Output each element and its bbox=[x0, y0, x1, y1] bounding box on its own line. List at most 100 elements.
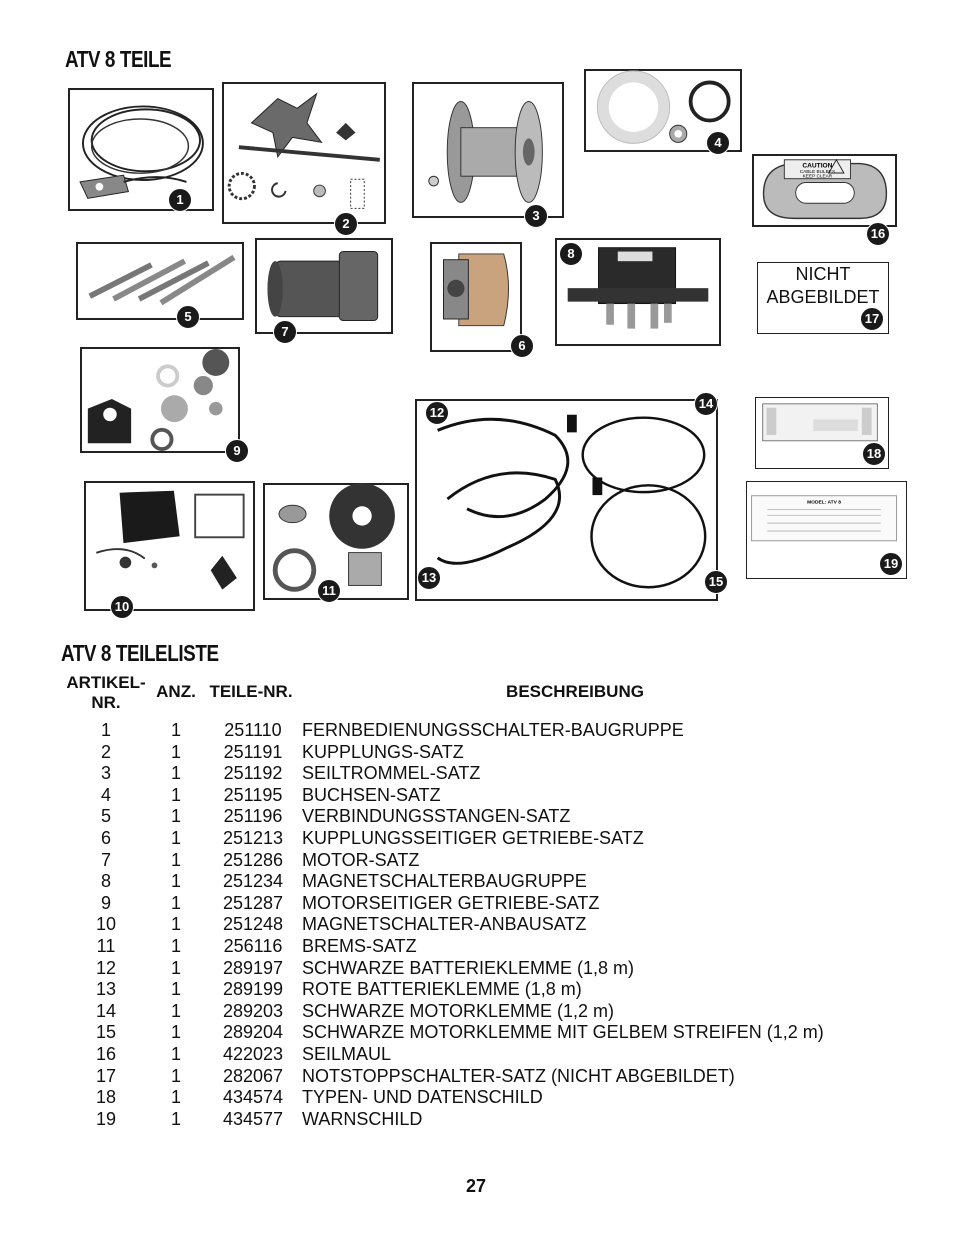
description-cell: SEILTROMMEL-SATZ bbox=[302, 763, 481, 784]
part-badge: 19 bbox=[879, 552, 903, 576]
item-number-cell: 16 bbox=[95, 1044, 117, 1064]
quantity-cell: 1 bbox=[170, 1087, 181, 1108]
part-badge: 17 bbox=[860, 307, 884, 331]
table-row: 6 1 251213 KUPPLUNGSSEITIGER GETRIEBE-SATZ bbox=[0, 827, 954, 849]
description-cell: SCHWARZE MOTORKLEMME (1,2 m) bbox=[302, 1000, 615, 1021]
part-number-cell: 256116 bbox=[223, 936, 283, 956]
column-header-qty: ANZ. bbox=[156, 682, 196, 701]
description-cell: SCHWARZE MOTORKLEMME MIT GELBEM STREIFEN… bbox=[302, 1022, 824, 1043]
part-image-3: 3 bbox=[412, 82, 564, 228]
quantity-cell: 1 bbox=[170, 957, 181, 978]
description-cell: VERBINDUNGSSTANGEN-SATZ bbox=[302, 806, 571, 827]
part-badge: 14 bbox=[694, 392, 718, 416]
table-row: 17 1 282067 NOTSTOPPSCHALTER-SATZ (NICHT AB… bbox=[0, 1065, 954, 1087]
description-cell: MOTORSEITIGER GETRIEBE-SATZ bbox=[302, 892, 600, 913]
part-badge: 2 bbox=[334, 212, 358, 236]
quantity-cell: 1 bbox=[170, 979, 181, 1000]
description-cell: KUPPLUNGS-SATZ bbox=[302, 741, 464, 762]
part-badge: 7 bbox=[273, 320, 297, 344]
column-header-description: BESCHREIBUNG bbox=[506, 682, 644, 701]
table-row: 4 1 251195 BUCHSEN-SATZ bbox=[0, 784, 954, 806]
column-header-item-no: ARTIKEL-NR. bbox=[66, 673, 146, 712]
part-number-cell: 251110 bbox=[224, 720, 282, 740]
part-badge: 8 bbox=[559, 242, 583, 266]
part-image-9: 9 bbox=[80, 347, 249, 463]
item-number-cell: 6 bbox=[100, 828, 111, 848]
quantity-cell: 1 bbox=[170, 936, 181, 956]
motor-drawing bbox=[267, 251, 379, 321]
item-number-cell: 9 bbox=[100, 892, 111, 913]
quantity-cell: 1 bbox=[170, 784, 181, 805]
item-number-cell: 18 bbox=[95, 1087, 117, 1108]
caution-text: CAUTION bbox=[802, 162, 832, 169]
description-cell: ROTE BATTERIEKLEMME (1,8 m) bbox=[302, 979, 582, 1000]
quantity-cell: 1 bbox=[170, 914, 181, 935]
brake-kit-drawing bbox=[272, 483, 395, 592]
quantity-cell: 1 bbox=[170, 1065, 181, 1086]
part-badge: 16 bbox=[866, 222, 890, 246]
solenoid-mount-kit-drawing bbox=[96, 490, 245, 590]
part-number-cell: 251286 bbox=[222, 849, 284, 870]
caution-line-1: CABLE BULBES bbox=[800, 169, 835, 175]
item-number-cell: 17 bbox=[95, 1065, 117, 1086]
battery-motor-cables-drawing bbox=[436, 414, 707, 589]
item-number-cell: 2 bbox=[100, 741, 111, 762]
quantity-cell: 1 bbox=[170, 828, 181, 848]
description-cell: SEILMAUL bbox=[302, 1044, 392, 1064]
description-cell: FERNBEDIENUNGSSCHALTER-BAUGRUPPE bbox=[302, 720, 684, 740]
caution-line-2: KEEP CLEAR bbox=[803, 174, 833, 180]
part-image-6: 6 bbox=[430, 242, 534, 358]
description-cell: BREMS-SATZ bbox=[302, 936, 417, 956]
clutch-kit-drawing bbox=[227, 92, 380, 209]
quantity-cell: 1 bbox=[170, 806, 181, 827]
item-number-cell: 3 bbox=[100, 763, 111, 784]
description-cell: KUPPLUNGSSEITIGER GETRIEBE-SATZ bbox=[302, 828, 644, 848]
fairlead-drawing: CAUTION CABLE BULBES KEEP CLEAR bbox=[762, 158, 888, 220]
description-cell: BUCHSEN-SATZ bbox=[302, 784, 441, 805]
not-shown-label: NICHT ABGEBILDET bbox=[766, 264, 880, 307]
part-image-19: MODEL: ATV 8 19 bbox=[746, 481, 907, 579]
quantity-cell: 1 bbox=[170, 1000, 181, 1021]
part-image-1: 1 bbox=[68, 88, 214, 212]
quantity-cell: 1 bbox=[170, 849, 181, 870]
item-number-cell: 7 bbox=[100, 849, 111, 870]
part-image-16: CAUTION CABLE BULBES KEEP CLEAR 16 bbox=[752, 154, 897, 246]
part-image-8: 8 bbox=[555, 238, 721, 346]
quantity-cell: 1 bbox=[170, 871, 181, 892]
description-cell: SCHWARZE BATTERIEKLEMME (1,8 m) bbox=[302, 957, 635, 978]
part-17-not-shown-box: NICHT ABGEBILDET 17 bbox=[757, 262, 889, 334]
description-cell: MAGNETSCHALTERBAUGRUPPE bbox=[302, 871, 587, 892]
description-cell: NOTSTOPPSCHALTER-SATZ (NICHT ABGEBILDET) bbox=[302, 1065, 735, 1086]
item-number-cell: 13 bbox=[95, 979, 117, 1000]
quantity-cell: 1 bbox=[170, 1044, 181, 1064]
quantity-cell: 1 bbox=[170, 763, 181, 784]
part-number-cell: 434577 bbox=[222, 1108, 284, 1129]
part-badge: 6 bbox=[510, 334, 534, 358]
item-number-cell: 14 bbox=[95, 1000, 117, 1021]
part-number-cell: 282067 bbox=[222, 1065, 284, 1086]
drum-drawing bbox=[428, 100, 543, 203]
part-number-cell: 251195 bbox=[223, 784, 283, 805]
quantity-cell: 1 bbox=[170, 741, 181, 762]
part-image-11: 11 bbox=[263, 483, 409, 603]
part-image-5: 5 bbox=[76, 242, 244, 329]
item-number-cell: 4 bbox=[100, 784, 111, 805]
item-number-cell: 5 bbox=[100, 806, 111, 827]
tie-rods-drawing bbox=[88, 254, 236, 306]
part-number-cell: 289197 bbox=[222, 957, 284, 978]
gear-housing-drawing bbox=[443, 253, 509, 327]
part-number-cell: 251213 bbox=[222, 828, 284, 848]
part-badge: 1 bbox=[168, 188, 192, 212]
quantity-cell: 1 bbox=[170, 1108, 181, 1129]
